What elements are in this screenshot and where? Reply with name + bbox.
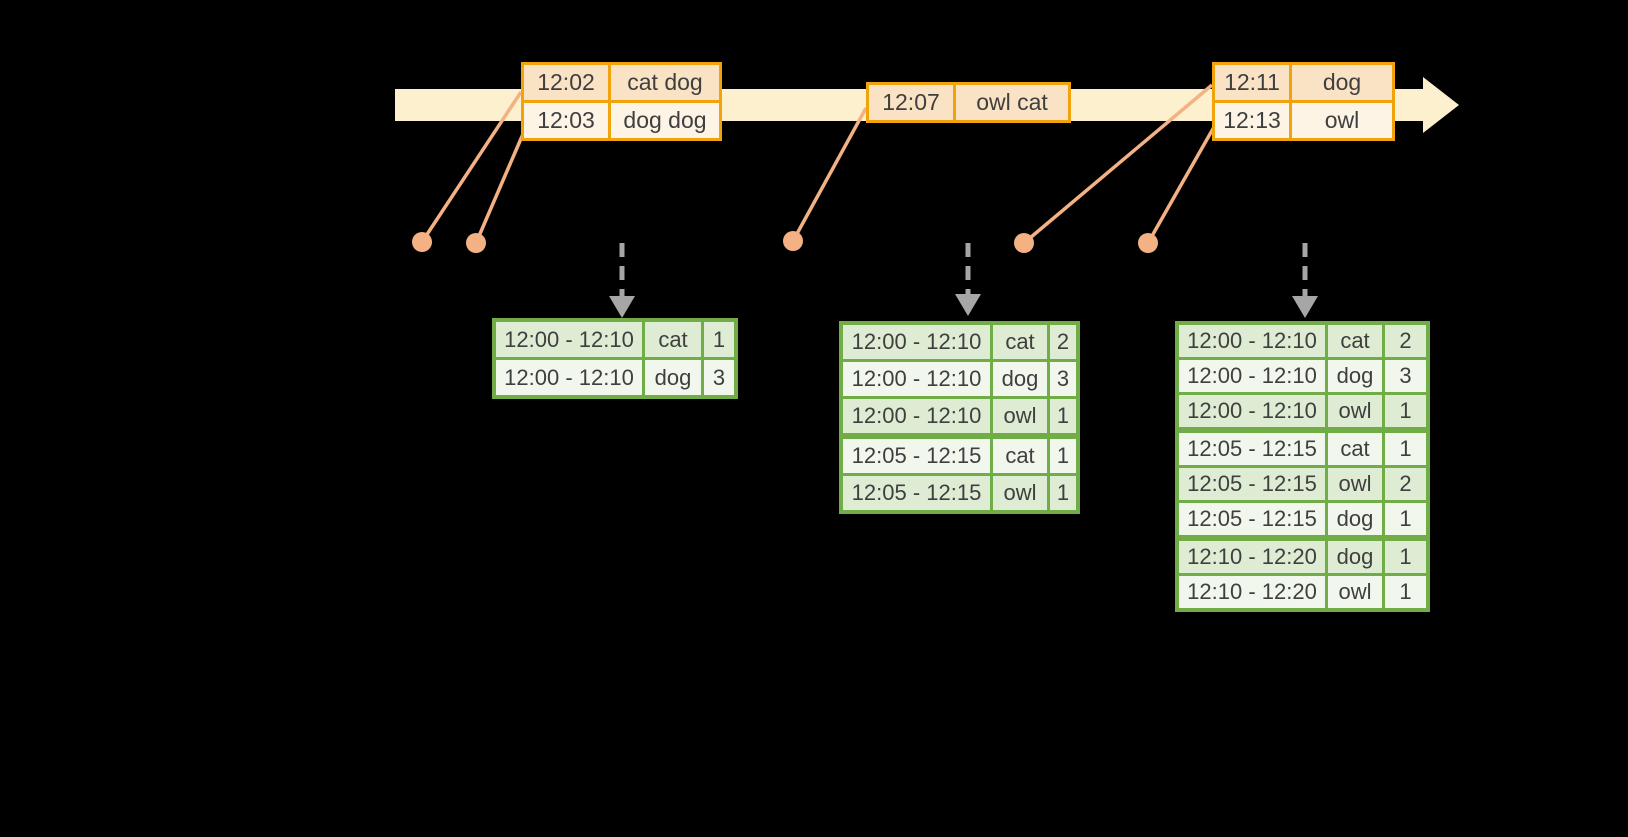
- count-cell: 3: [1050, 362, 1076, 396]
- window-cell: 12:00 - 12:10: [1179, 360, 1325, 392]
- event-box-2: 12:07 owl cat: [866, 82, 1071, 123]
- table-row: 12:00 - 12:10 dog 3: [496, 360, 734, 395]
- timeline-arrowhead-icon: [1423, 77, 1459, 133]
- event-words: dog dog: [611, 103, 719, 138]
- count-cell: 1: [1050, 476, 1076, 510]
- word-cell: cat: [645, 322, 701, 357]
- connector-line-1213: [1146, 126, 1216, 244]
- event-time: 12:13: [1215, 103, 1289, 138]
- event-time: 12:07: [869, 85, 953, 120]
- window-cell: 12:00 - 12:10: [843, 399, 990, 433]
- table-row: 12:00 - 12:10 cat 1: [496, 322, 734, 357]
- event-time: 12:03: [524, 103, 608, 138]
- connector-line-1211: [1022, 83, 1214, 245]
- count-cell: 1: [1050, 399, 1076, 433]
- table-row: 12:10 - 12:20 owl 1: [1179, 576, 1426, 608]
- table-row: 12:05 - 12:15 owl 2: [1179, 468, 1426, 500]
- word-cell: owl: [1328, 468, 1382, 500]
- word-cell: owl: [993, 399, 1047, 433]
- connector-line-1203: [474, 133, 525, 244]
- word-cell: owl: [1328, 395, 1382, 427]
- window-cell: 12:05 - 12:15: [1179, 503, 1325, 535]
- event-dot-4: [1014, 233, 1034, 253]
- event-dots: [412, 231, 1158, 253]
- event-words: owl cat: [956, 85, 1068, 120]
- event-box-1: 12:02 cat dog 12:03 dog dog: [521, 62, 722, 141]
- trigger-arrowheads: [609, 294, 1318, 318]
- word-cell: dog: [1328, 360, 1382, 392]
- word-cell: owl: [993, 476, 1047, 510]
- window-cell: 12:00 - 12:10: [843, 325, 990, 359]
- event-box-3: 12:11 dog 12:13 owl: [1212, 62, 1395, 141]
- word-cell: cat: [1328, 325, 1382, 357]
- word-cell: owl: [1328, 576, 1382, 608]
- table-row: 12:05 - 12:15 cat 1: [1179, 433, 1426, 465]
- trigger-arrowhead-icon-2: [955, 294, 981, 316]
- count-cell: 1: [1385, 395, 1426, 427]
- count-cell: 2: [1050, 325, 1076, 359]
- event-words: cat dog: [611, 65, 719, 100]
- result-table-2: 12:00 - 12:10 cat 2 12:00 - 12:10 dog 3 …: [839, 321, 1080, 514]
- trigger-arrows: [619, 243, 1308, 298]
- table-row: 12:00 - 12:10 owl 1: [843, 399, 1076, 433]
- count-cell: 1: [1385, 503, 1426, 535]
- trigger-arrowhead-icon-3: [1292, 296, 1318, 318]
- word-cell: cat: [1328, 433, 1382, 465]
- event-dot-1: [412, 232, 432, 252]
- window-cell: 12:00 - 12:10: [1179, 325, 1325, 357]
- count-cell: 1: [704, 322, 734, 357]
- window-cell: 12:00 - 12:10: [496, 322, 642, 357]
- table-row: 12:00 - 12:10 cat 2: [843, 325, 1076, 359]
- table-row: 12:00 - 12:10 owl 1: [1179, 395, 1426, 427]
- count-cell: 1: [1385, 541, 1426, 573]
- window-cell: 12:05 - 12:15: [843, 439, 990, 473]
- window-cell: 12:10 - 12:20: [1179, 541, 1325, 573]
- table-row: 12:00 - 12:10 dog 3: [843, 362, 1076, 396]
- table-row: 12:05 - 12:15 cat 1: [843, 439, 1076, 473]
- table-row: 12:05 - 12:15 owl 1: [843, 476, 1076, 510]
- word-cell: dog: [645, 360, 701, 395]
- event-words: owl: [1292, 103, 1392, 138]
- word-cell: dog: [1328, 541, 1382, 573]
- event-dot-5: [1138, 233, 1158, 253]
- connector-line-1207: [791, 107, 868, 242]
- count-cell: 3: [704, 360, 734, 395]
- table-row: 12:00 - 12:10 dog 3: [1179, 360, 1426, 392]
- result-table-1: 12:00 - 12:10 cat 1 12:00 - 12:10 dog 3: [492, 318, 738, 399]
- count-cell: 1: [1385, 576, 1426, 608]
- count-cell: 2: [1385, 468, 1426, 500]
- event-time: 12:11: [1215, 65, 1289, 100]
- window-cell: 12:05 - 12:15: [843, 476, 990, 510]
- event-time: 12:02: [524, 65, 608, 100]
- window-cell: 12:10 - 12:20: [1179, 576, 1325, 608]
- word-cell: cat: [993, 325, 1047, 359]
- window-cell: 12:05 - 12:15: [1179, 433, 1325, 465]
- trigger-arrowhead-icon-1: [609, 296, 635, 318]
- word-cell: cat: [993, 439, 1047, 473]
- table-row: 12:00 - 12:10 cat 2: [1179, 325, 1426, 357]
- event-words: dog: [1292, 65, 1392, 100]
- window-cell: 12:05 - 12:15: [1179, 468, 1325, 500]
- count-cell: 1: [1385, 433, 1426, 465]
- table-row: 12:05 - 12:15 dog 1: [1179, 503, 1426, 535]
- word-cell: dog: [1328, 503, 1382, 535]
- table-row: 12:10 - 12:20 dog 1: [1179, 541, 1426, 573]
- event-dot-3: [783, 231, 803, 251]
- event-dot-2: [466, 233, 486, 253]
- word-cell: dog: [993, 362, 1047, 396]
- result-table-3: 12:00 - 12:10 cat 2 12:00 - 12:10 dog 3 …: [1175, 321, 1430, 612]
- window-cell: 12:00 - 12:10: [843, 362, 990, 396]
- count-cell: 3: [1385, 360, 1426, 392]
- count-cell: 1: [1050, 439, 1076, 473]
- window-cell: 12:00 - 12:10: [496, 360, 642, 395]
- connector-line-1202: [420, 91, 523, 243]
- window-cell: 12:00 - 12:10: [1179, 395, 1325, 427]
- count-cell: 2: [1385, 325, 1426, 357]
- event-connector-lines: [420, 83, 1216, 245]
